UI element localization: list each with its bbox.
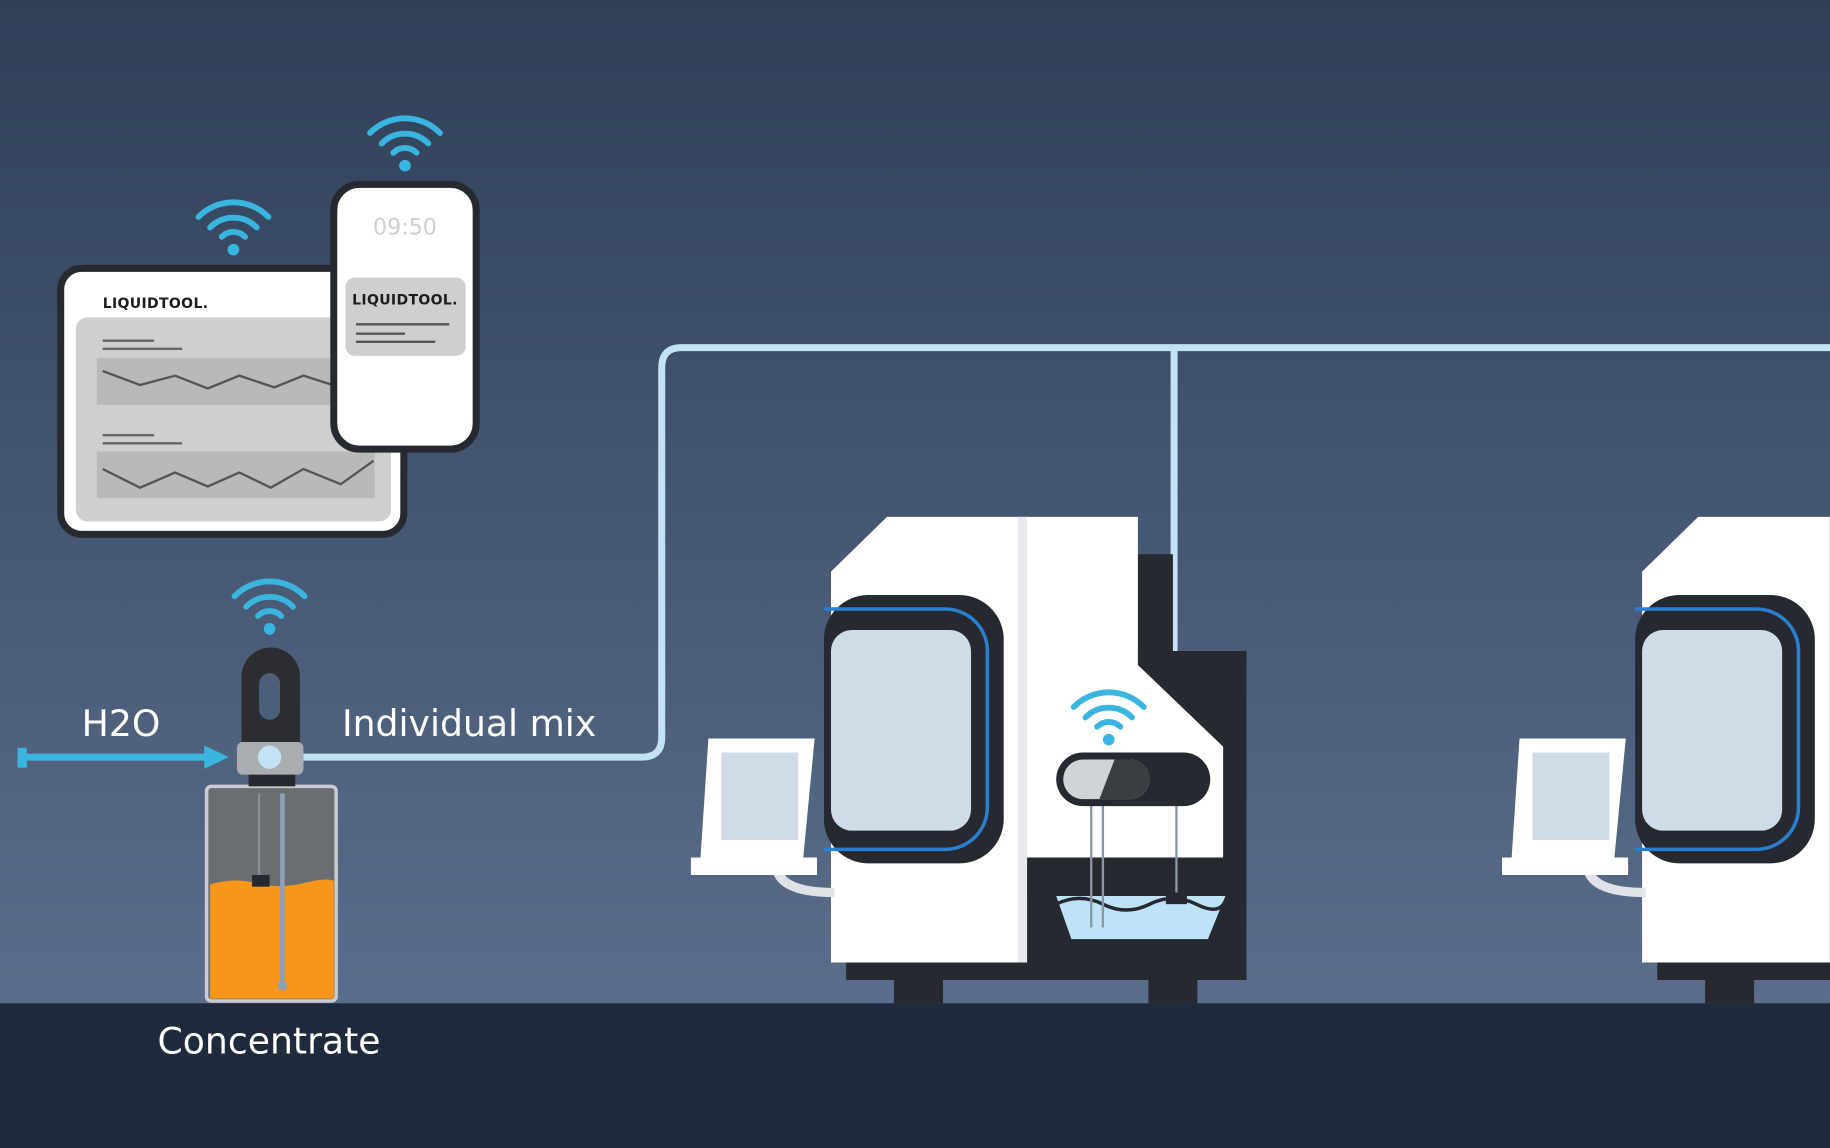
phone-time: 09:50: [373, 215, 437, 241]
individual-mix-label: Individual mix: [342, 702, 596, 745]
tablet-dashboard: LIQUIDTOOL.: [57, 202, 408, 538]
mix-pipe: [270, 344, 1830, 761]
concentrate-label: Concentrate: [158, 1020, 381, 1063]
water-inlet-arrow: [17, 745, 229, 769]
floor: [0, 1003, 1830, 1148]
phone-app: 09:50 LIQUIDTOOL.: [330, 118, 480, 453]
water-label: H2O: [82, 702, 161, 745]
concentrate-container: [204, 784, 338, 1003]
phone-logo: LIQUIDTOOL.: [352, 293, 458, 309]
dosing-sensor: [235, 581, 305, 787]
machine-sensor: [1056, 692, 1211, 928]
tablet-logo: LIQUIDTOOL.: [103, 296, 209, 312]
